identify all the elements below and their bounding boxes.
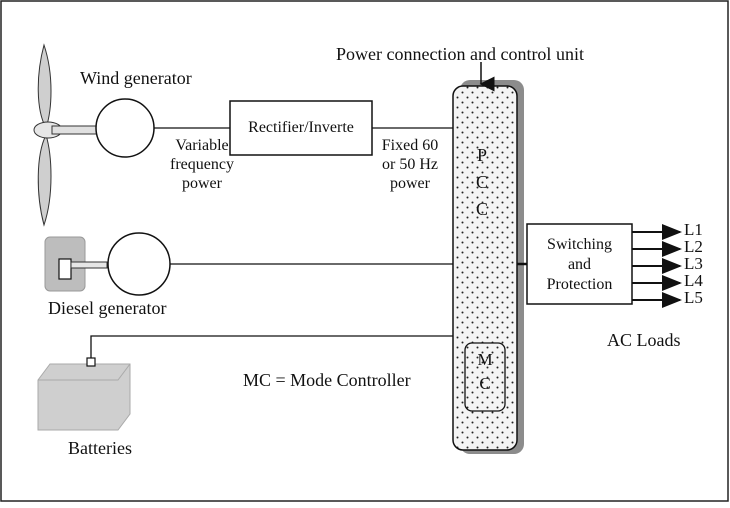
fixed-power-label: Fixed 60 or 50 Hz power — [372, 136, 448, 193]
switching-line-2: and — [567, 256, 592, 273]
load-l3: L3 — [684, 254, 703, 273]
mc-letter-m: M — [477, 350, 493, 369]
mode-controller-note: MC = Mode Controller — [243, 370, 411, 390]
wind-turbine-blades — [33, 43, 99, 227]
rectifier-label: Rectifier/Inverte — [248, 119, 354, 136]
diesel-body — [44, 236, 108, 292]
pcc-letter-c2: C — [475, 199, 488, 219]
load-l2: L2 — [684, 237, 703, 256]
pcc-letter-p: P — [476, 145, 487, 165]
pcc-letter-c1: C — [475, 172, 488, 192]
load-l5: L5 — [684, 288, 703, 307]
fixed-power-line-1: Fixed 60 — [381, 137, 439, 154]
fixed-power-line-3: power — [390, 175, 430, 192]
switching-line-3: Protection — [546, 276, 613, 293]
switching-label: Switching and Protection — [527, 235, 632, 295]
battery-body — [37, 357, 131, 431]
diesel-generator-circle — [107, 232, 171, 296]
mc-label: M C — [465, 348, 505, 396]
pcc-label: P C C — [462, 142, 502, 223]
variable-power-label: Variable frequency power — [164, 136, 240, 193]
load-arrows — [632, 224, 682, 308]
batteries-label: Batteries — [68, 438, 132, 458]
switching-line-1: Switching — [547, 236, 612, 253]
fixed-power-line-2: or 50 Hz — [382, 156, 438, 173]
diagram-title: Power connection and control unit — [336, 44, 584, 64]
wind-generator-circle — [95, 98, 155, 158]
load-labels: L1 L2 L3 L4 L5 — [684, 221, 703, 306]
load-l4: L4 — [684, 271, 703, 290]
rectifier-box — [229, 100, 373, 156]
variable-power-line-1: Variable — [175, 137, 229, 154]
ac-loads-label: AC Loads — [607, 330, 681, 350]
mc-box — [464, 342, 506, 412]
load-l1: L1 — [684, 220, 703, 239]
mc-letter-c: C — [479, 374, 491, 393]
wind-generator-label: Wind generator — [80, 68, 192, 88]
diesel-generator-label: Diesel generator — [48, 298, 167, 318]
switching-box — [526, 223, 633, 305]
variable-power-line-2: frequency — [170, 156, 234, 173]
variable-power-line-3: power — [182, 175, 222, 192]
wire-battery-pcc — [90, 335, 453, 358]
